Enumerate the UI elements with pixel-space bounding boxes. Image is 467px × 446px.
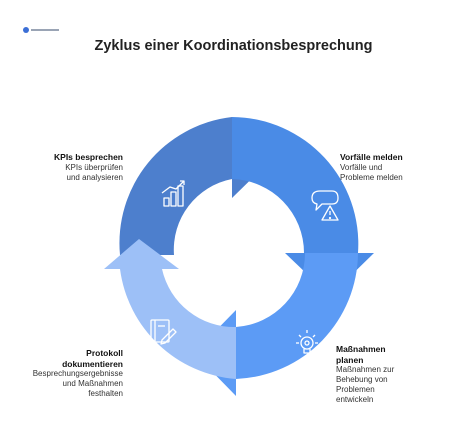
step-label-protokoll: Protokoll dokumentieren Besprechungserge… xyxy=(33,348,123,399)
step-title-massnahmen-line2: planen xyxy=(336,354,364,365)
step-desc-protokoll-line3: festhalten xyxy=(88,389,123,398)
step-desc-massnahmen-line4: entwickeln xyxy=(336,395,374,404)
step-title-protokoll-line1: Protokoll xyxy=(86,348,123,358)
step-title-protokoll-line2: dokumentieren xyxy=(62,358,123,369)
step-desc-protokoll-line2: und Maßnahmen xyxy=(62,379,123,388)
step-title-vorfaelle: Vorfälle melden xyxy=(340,152,403,162)
step-label-massnahmen: Maßnahmen planen Maßnahmen zur Behebung … xyxy=(336,344,394,405)
step-desc-vorfaelle-line2: Probleme melden xyxy=(340,172,403,182)
page-title: Zyklus einer Koordinationsbesprechung xyxy=(94,38,373,54)
step-desc-kpi-line2: und analysieren xyxy=(66,172,123,182)
step-desc-massnahmen-line3: Problemen xyxy=(336,385,375,394)
logo-icon xyxy=(23,27,59,33)
step-title-kpi: KPIs besprechen xyxy=(54,152,123,162)
step-desc-massnahmen-line2: Behebung von xyxy=(336,375,388,384)
step-desc-kpi-line1: KPIs überprüfen xyxy=(65,162,123,172)
step-desc-vorfaelle-line1: Vorfälle und xyxy=(340,162,383,172)
lightbulb-gear-icon xyxy=(296,330,318,354)
segment-vorfaelle xyxy=(232,117,374,296)
notebook-pen-icon xyxy=(150,319,177,345)
step-label-kpi: KPIs besprechen KPIs überprüfen und anal… xyxy=(54,152,123,183)
step-desc-massnahmen-line1: Maßnahmen zur xyxy=(336,365,395,374)
step-label-vorfaelle: Vorfälle melden Vorfälle und Probleme me… xyxy=(340,152,403,183)
step-title-massnahmen-line1: Maßnahmen xyxy=(336,344,386,354)
step-desc-protokoll-line1: Besprechungsergebnisse xyxy=(32,369,123,378)
chat-warning-icon xyxy=(311,190,339,221)
bar-chart-icon xyxy=(161,180,185,207)
segment-protokoll xyxy=(104,239,236,379)
